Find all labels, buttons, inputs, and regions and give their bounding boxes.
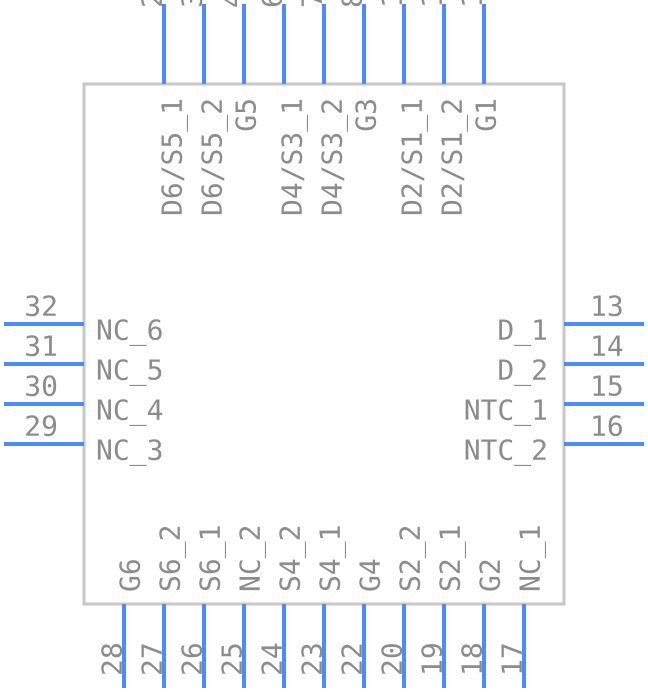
pin-label: D2/S1_1 [396, 98, 430, 216]
pin-label: D2/S1_2 [436, 98, 470, 216]
pin-number: 17 [496, 642, 529, 676]
pin-label: G3 [350, 98, 383, 132]
pin-number: 11 [416, 0, 449, 8]
pin-number: 2 [136, 0, 169, 8]
pin-label: G2 [474, 558, 507, 592]
pin-label: G5 [230, 98, 263, 132]
pin-number: 18 [456, 642, 489, 676]
pin-number: 16 [590, 410, 624, 443]
pin-label: NC_6 [96, 314, 163, 348]
pin-label: NC_5 [96, 354, 163, 388]
pin-label: D_2 [497, 354, 548, 388]
pin-label: D4/S3_1 [276, 98, 310, 216]
pin-label: D_1 [497, 314, 548, 348]
pin-label: NTC_1 [464, 394, 548, 428]
pin-label: S6_2 [154, 525, 188, 592]
pin-number: 28 [96, 642, 129, 676]
pin-number: 23 [296, 642, 329, 676]
pin-label: G6 [114, 558, 147, 592]
pin-number: 30 [24, 370, 58, 403]
pin-label: S4_1 [314, 525, 348, 592]
pin-label: NC_2 [234, 525, 268, 592]
pin-number: 8 [336, 0, 369, 8]
pin-number: 7 [296, 0, 329, 8]
pin-number: 15 [590, 370, 624, 403]
pin-number: 31 [24, 330, 58, 363]
pins-layer: 2D6/S5_1 3D6/S5_2 4G5 6D4/S3_1 7D4/S3_2 8G3 10… [4, 0, 644, 688]
pin-label: D6/S5_1 [156, 98, 190, 216]
pin-number: 3 [176, 0, 209, 8]
pin-number: 27 [136, 642, 169, 676]
pin-label: NC_3 [96, 434, 163, 468]
pin-label: NC_4 [96, 394, 163, 428]
pin-number: 20 [376, 642, 409, 676]
pin-label: S2_2 [394, 525, 428, 592]
pin-number: 26 [176, 642, 209, 676]
pin-label: G4 [354, 558, 387, 592]
pin-number: 10 [376, 0, 409, 8]
pin-label: D6/S5_2 [196, 98, 230, 216]
pin-number: 29 [24, 410, 58, 443]
pin-number: 6 [256, 0, 289, 8]
pin-label: NC_1 [514, 525, 548, 592]
pin-label: NTC_2 [464, 434, 548, 468]
pin-number: 25 [216, 642, 249, 676]
pin-label: S6_1 [194, 525, 228, 592]
pin-number: 13 [590, 290, 624, 323]
pin-number: 4 [216, 0, 249, 8]
pin-label: S4_2 [274, 525, 308, 592]
pin-label: D4/S3_2 [316, 98, 350, 216]
pin-number: 19 [416, 642, 449, 676]
pin-number: 12 [456, 0, 489, 8]
pin-number: 32 [24, 290, 58, 323]
pin-number: 24 [256, 642, 289, 676]
pin-label: S2_1 [434, 525, 468, 592]
pin-number: 22 [336, 642, 369, 676]
pin-number: 14 [590, 330, 624, 363]
pin-label: G1 [470, 98, 503, 132]
